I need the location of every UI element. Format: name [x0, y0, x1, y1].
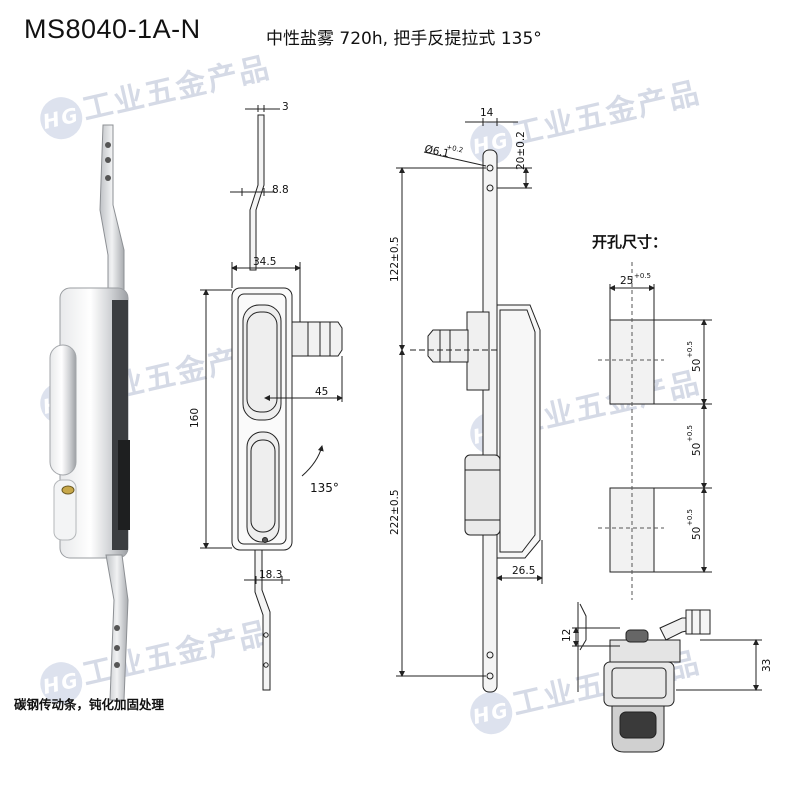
- dim-222: 222±0.5: [389, 489, 401, 535]
- dim-6-1-tol: +0.2: [446, 143, 464, 154]
- dim-50b: 50: [691, 443, 703, 456]
- dim-50c: 50: [691, 527, 703, 540]
- dim-3: 3: [282, 101, 289, 113]
- dim-45: 45: [315, 386, 328, 398]
- dim-33: 33: [761, 659, 773, 672]
- side-view: [396, 118, 543, 693]
- dim-12: 12: [561, 629, 573, 642]
- model-title: MS8040-1A-N: [24, 14, 201, 44]
- product-photo: [49, 124, 130, 701]
- spec-text: 中性盐雾 720h, 把手反提拉式 135°: [266, 29, 542, 49]
- dim-122: 122±0.5: [389, 236, 401, 282]
- material-note: 碳钢传动条，钝化加固处理: [14, 697, 165, 712]
- dim-34-5: 34.5: [253, 256, 276, 268]
- dim-50-tol: +0.5: [686, 425, 694, 442]
- dim-26-5: 26.5: [512, 565, 535, 577]
- dimension-labels: 3 8.8 34.5 160 45 135° 18.3 14 20±0.2 Ø6…: [189, 101, 773, 672]
- dim-20: 20±0.2: [515, 131, 527, 170]
- dim-50a: 50: [691, 359, 703, 372]
- front-view: [200, 105, 343, 691]
- cutout-drawing: [598, 262, 712, 600]
- dim-6-1: Ø6.1: [423, 143, 450, 160]
- dim-8-8: 8.8: [272, 184, 289, 196]
- angle-135: 135°: [310, 481, 339, 495]
- dim-25-tol: +0.5: [634, 272, 651, 280]
- dim-14: 14: [480, 107, 494, 119]
- dim-25: 25: [620, 275, 633, 287]
- dim-160: 160: [189, 408, 201, 428]
- dim-18-3: 18.3: [259, 569, 282, 581]
- cutout-title: 开孔尺寸：: [592, 233, 668, 251]
- dim-50-tol: +0.5: [686, 341, 694, 358]
- end-view: [572, 602, 762, 753]
- dim-50-tol: +0.5: [686, 509, 694, 526]
